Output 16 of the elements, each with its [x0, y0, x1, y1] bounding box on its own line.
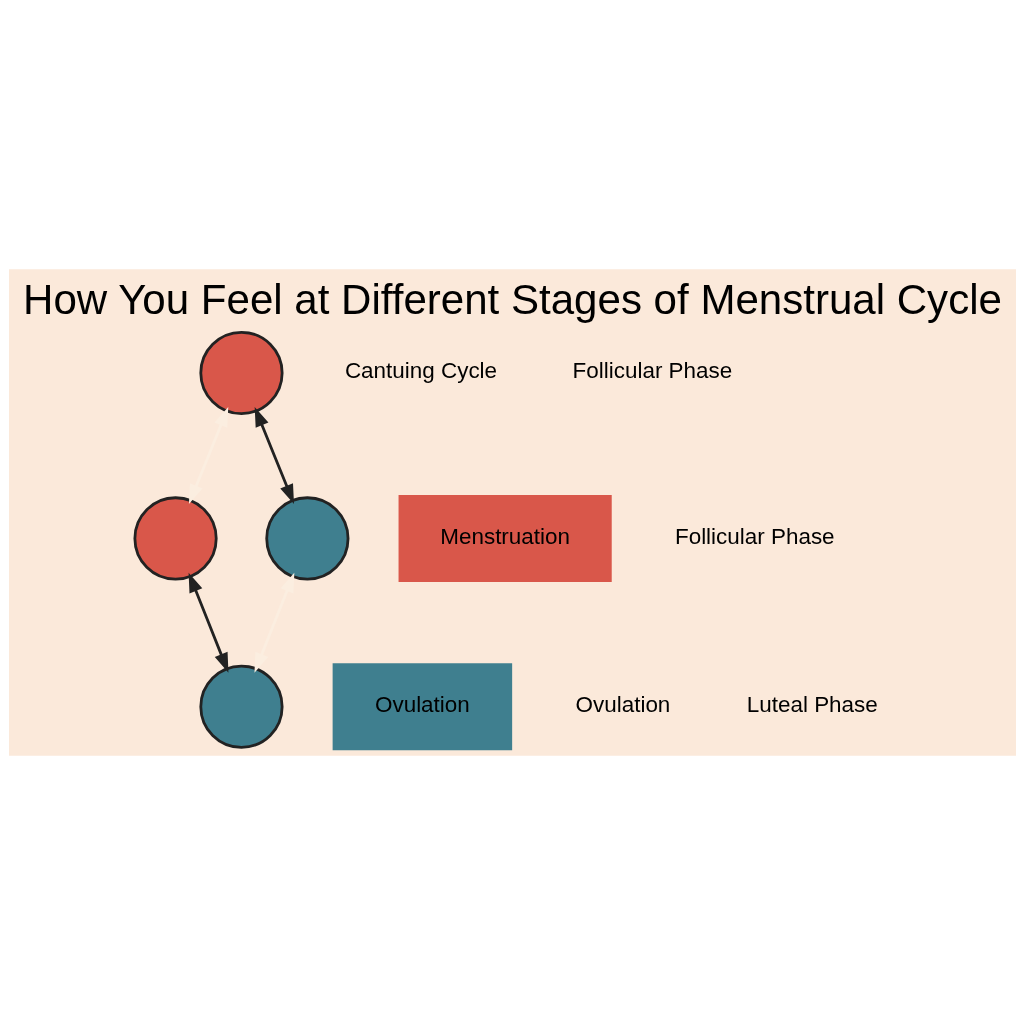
arrow [253, 572, 294, 673]
arrow [254, 406, 294, 504]
label: Follicular Phase [572, 357, 732, 383]
label: Ovulation [575, 691, 670, 717]
node-circle [198, 664, 284, 749]
label: Follicular Phase [674, 523, 835, 549]
node-circle [132, 495, 218, 581]
diagram-title: How You Feel at Different Stages of Menstrual Cycle [22, 275, 1002, 323]
node-box: Menstruation [398, 494, 612, 582]
node-circle [198, 330, 284, 415]
node-circle [264, 495, 349, 581]
arrow [188, 406, 228, 504]
node-box: Ovulation [332, 662, 512, 750]
label: Luteal Phase [746, 691, 878, 717]
label: Cantuing Cycle [344, 357, 497, 383]
arrow [188, 572, 228, 673]
